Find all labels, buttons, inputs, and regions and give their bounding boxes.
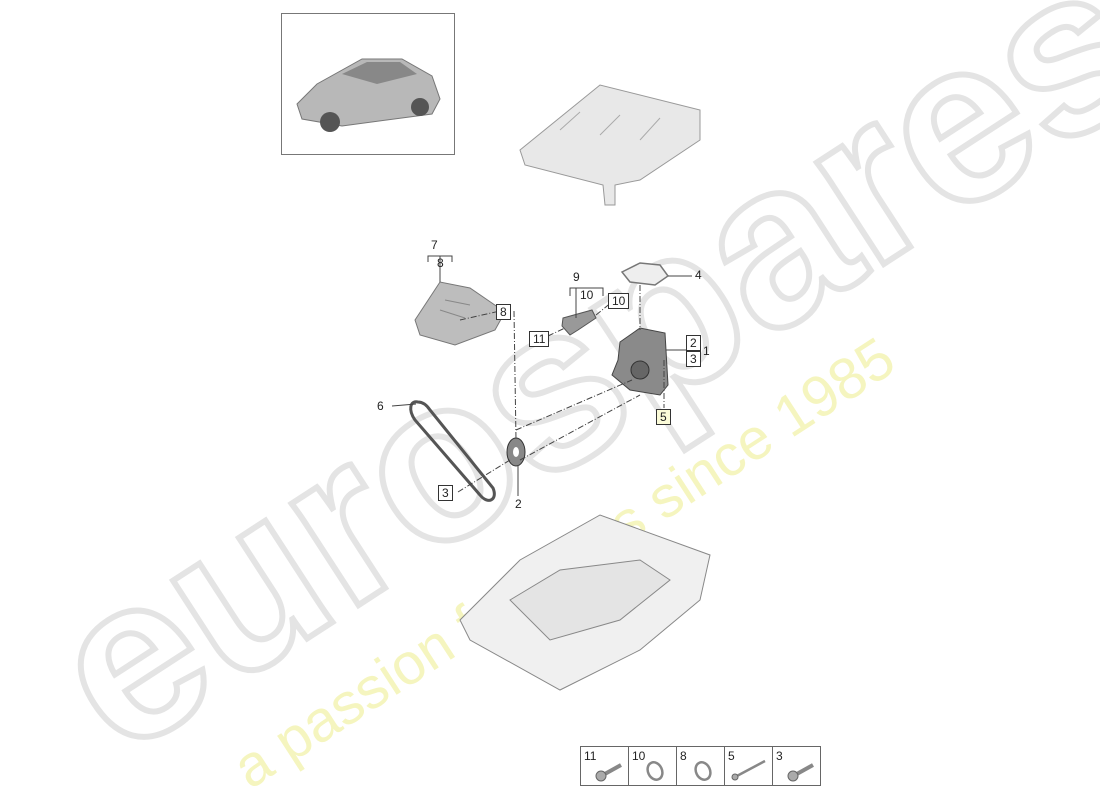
callout-10-box[interactable]: 10 xyxy=(608,293,630,309)
legend-number: 8 xyxy=(680,749,687,763)
oil-pump-part-1 xyxy=(611,327,669,396)
legend-number: 5 xyxy=(728,749,735,763)
legend-cell-10[interactable]: 10 xyxy=(629,747,677,785)
callout-11-box[interactable]: 11 xyxy=(529,331,550,347)
long-bolt-icon xyxy=(731,759,766,781)
legend-cell-5[interactable]: 5 xyxy=(725,747,773,785)
vehicle-image xyxy=(296,58,441,132)
sensor-part-9 xyxy=(561,309,597,336)
bolt-icon xyxy=(595,763,622,782)
callout-7: 7 xyxy=(431,238,438,252)
callout-6: 6 xyxy=(377,399,384,413)
legend-number: 10 xyxy=(632,749,646,763)
callout-2-lower: 2 xyxy=(515,497,522,511)
callout-3-box[interactable]: 3 xyxy=(686,351,701,367)
callout-8-box[interactable]: 8 xyxy=(496,304,511,320)
seal-ring-icon xyxy=(646,761,664,781)
vehicle-thumbnail xyxy=(281,13,455,155)
callout-9: 9 xyxy=(573,270,580,284)
legend-cell-11[interactable]: 11 xyxy=(581,747,629,785)
callout-3-lower-box[interactable]: 3 xyxy=(438,485,453,501)
cover-part-7 xyxy=(414,281,506,346)
bolt-icon xyxy=(787,763,814,782)
callout-2-box[interactable]: 2 xyxy=(686,335,701,351)
chain-part-6 xyxy=(409,400,496,502)
legend-cell-3[interactable]: 3 xyxy=(773,747,820,785)
leader-lines xyxy=(457,285,665,493)
sprocket-part-2 xyxy=(506,437,526,467)
callout-8-bracket: 8 xyxy=(437,256,444,270)
callout-10-bracket: 10 xyxy=(580,288,594,302)
callout-4: 4 xyxy=(695,268,702,282)
legend-number: 3 xyxy=(776,749,783,763)
oil-pan-part xyxy=(459,514,711,691)
upper-baffle-part xyxy=(519,84,701,206)
small-parts-legend: 11 10 8 5 3 xyxy=(580,746,821,786)
seal-ring-icon xyxy=(694,761,712,781)
callout-5-box[interactable]: 5 xyxy=(656,409,671,425)
legend-cell-8[interactable]: 8 xyxy=(677,747,725,785)
callout-1: 1 xyxy=(703,344,710,358)
legend-number: 11 xyxy=(584,749,597,763)
